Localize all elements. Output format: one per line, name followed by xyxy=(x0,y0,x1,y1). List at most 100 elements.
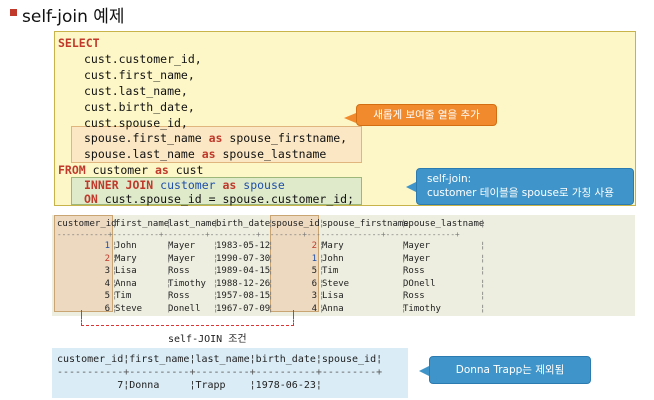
cell-customer-id: 1 xyxy=(104,241,110,251)
excluded-table-row: 7¦Donna ¦Trapp ¦1978-06-23¦ xyxy=(57,380,322,391)
keyword-inner-join: INNER JOIN xyxy=(84,178,154,192)
cell-spouse-id: 3 xyxy=(311,291,317,301)
sql-line-col1: cust.customer_id, xyxy=(84,52,202,66)
cell-first-name: Tim xyxy=(115,291,132,301)
excluded-table-separator: -----------+----------+---------+-------… xyxy=(57,367,383,378)
column-separator: ¦ xyxy=(401,253,407,264)
column-separator: ¦ xyxy=(213,241,219,251)
column-separator: ¦ xyxy=(268,303,274,314)
cell-spouse-firstname: Anna xyxy=(322,303,344,314)
sql-from-table: customer xyxy=(85,163,155,177)
callout-self-join: self-join: customer 테이블을 spouse로 가칭 사용 xyxy=(416,168,634,205)
column-separator: ¦ xyxy=(401,241,407,251)
column-separator: ¦ xyxy=(268,278,274,289)
column-separator: ¦ xyxy=(480,266,486,276)
column-separator: ¦ xyxy=(319,241,325,251)
cell-spouse-lastname: Mayer xyxy=(403,241,431,251)
cell-first-name: Steve xyxy=(115,303,143,314)
column-header-spouse-lastname: spouse_lastname xyxy=(403,219,485,229)
column-separator: ¦ xyxy=(480,303,486,314)
sql-line-col5: cust.spouse_id, xyxy=(84,116,188,130)
sql-line-from: FROM customer as cust xyxy=(58,163,203,177)
cell-customer-id: 2 xyxy=(104,253,110,264)
column-separator: ¦ xyxy=(166,291,172,301)
sql-line-col2: cust.first_name, xyxy=(84,68,195,82)
column-separator: ¦ xyxy=(268,219,274,229)
column-separator: ¦ xyxy=(480,291,486,301)
column-separator: ¦ xyxy=(112,253,118,264)
cell-first-name: John xyxy=(115,241,137,251)
column-separator: ¦ xyxy=(401,219,407,229)
keyword-as: as xyxy=(222,178,237,192)
cell-spouse-id: 4 xyxy=(311,303,317,314)
join-condition-bracket xyxy=(81,316,294,326)
column-separator: ¦ xyxy=(112,278,118,289)
callout-self-join-line1: self-join: xyxy=(427,173,472,185)
cell-spouse-lastname: Timothy xyxy=(403,303,441,314)
join-bracket-left xyxy=(81,310,82,316)
cell-last-name: Ross xyxy=(168,291,190,301)
cell-spouse-id: 6 xyxy=(311,278,317,289)
column-separator: ¦ xyxy=(319,219,325,229)
column-separator: ¦ xyxy=(112,266,118,276)
cell-spouse-lastname: DOnell xyxy=(403,278,436,289)
column-header-customer-id: customer_id xyxy=(57,219,117,229)
highlight-customer-id-column xyxy=(54,215,113,312)
column-separator: ¦ xyxy=(213,278,219,289)
sql-on-condition: cust.spouse_id = spouse.customer_id; xyxy=(97,192,355,206)
sql-line-col4: cust.birth_date, xyxy=(84,100,195,114)
column-separator: ¦ xyxy=(401,291,407,301)
sql-line-col7: spouse.last_name as spouse_lastname xyxy=(84,147,326,161)
column-header-last-name: last_name xyxy=(168,219,217,229)
column-header-birth-date: birth_date xyxy=(216,219,271,229)
cell-spouse-firstname: Steve xyxy=(322,278,350,289)
highlight-join-clause xyxy=(71,177,362,205)
page-title: self-join 예제 xyxy=(22,7,125,27)
sql-col7-expr: spouse.last_name xyxy=(84,147,202,161)
column-separator: ¦ xyxy=(401,266,407,276)
sql-col6-alias: spouse_firstname, xyxy=(222,131,348,145)
sql-from-alias: cust xyxy=(168,163,204,177)
column-separator: ¦ xyxy=(166,253,172,264)
result-table-panel xyxy=(52,215,635,316)
keyword-as: as xyxy=(201,147,216,161)
highlight-new-columns xyxy=(71,126,362,163)
cell-customer-id: 4 xyxy=(104,278,110,289)
title-bullet xyxy=(10,9,17,16)
cell-first-name: Lisa xyxy=(115,266,137,276)
sql-line-join: INNER JOIN customer as spouse xyxy=(84,178,285,192)
cell-spouse-id: 1 xyxy=(311,253,317,264)
column-separator: ¦ xyxy=(319,303,325,314)
cell-customer-id: 5 xyxy=(104,291,110,301)
join-bracket-right xyxy=(293,310,294,316)
column-header-spouse-firstname: spouse_firstname xyxy=(322,219,409,229)
column-separator: ¦ xyxy=(319,266,325,276)
cell-spouse-lastname: Ross xyxy=(403,266,425,276)
column-separator: ¦ xyxy=(166,278,172,289)
sql-line-select: SELECT xyxy=(58,36,100,50)
callout-tail xyxy=(406,182,416,192)
column-separator: ¦ xyxy=(268,253,274,264)
excluded-table-header: customer_id¦first_name¦last_name¦birth_d… xyxy=(57,354,383,365)
callout-self-join-line2: customer 테이블을 spouse로 가칭 사용 xyxy=(427,187,614,199)
column-separator: ¦ xyxy=(401,278,407,289)
column-separator: ¦ xyxy=(213,219,219,229)
column-separator: ¦ xyxy=(112,219,118,229)
cell-spouse-firstname: Lisa xyxy=(322,291,344,301)
callout-tail xyxy=(419,366,429,376)
column-separator: ¦ xyxy=(213,253,219,264)
column-separator: ¦ xyxy=(166,266,172,276)
column-separator: ¦ xyxy=(166,303,172,314)
sql-col6-expr: spouse.first_name xyxy=(84,131,209,145)
keyword-on: ON xyxy=(84,192,98,206)
column-separator: ¦ xyxy=(268,241,274,251)
column-separator: ¦ xyxy=(480,278,486,289)
sql-col7-alias: spouse_lastname xyxy=(215,147,327,161)
keyword-select: SELECT xyxy=(58,36,100,50)
cell-first-name: Mary xyxy=(115,253,137,264)
cell-spouse-id: 5 xyxy=(311,266,317,276)
cell-spouse-lastname: Mayer xyxy=(403,253,431,264)
cell-spouse-lastname: Ross xyxy=(403,291,425,301)
cell-birth-date: 1967-07-09 xyxy=(216,303,271,314)
sql-line-col3: cust.last_name, xyxy=(84,84,188,98)
